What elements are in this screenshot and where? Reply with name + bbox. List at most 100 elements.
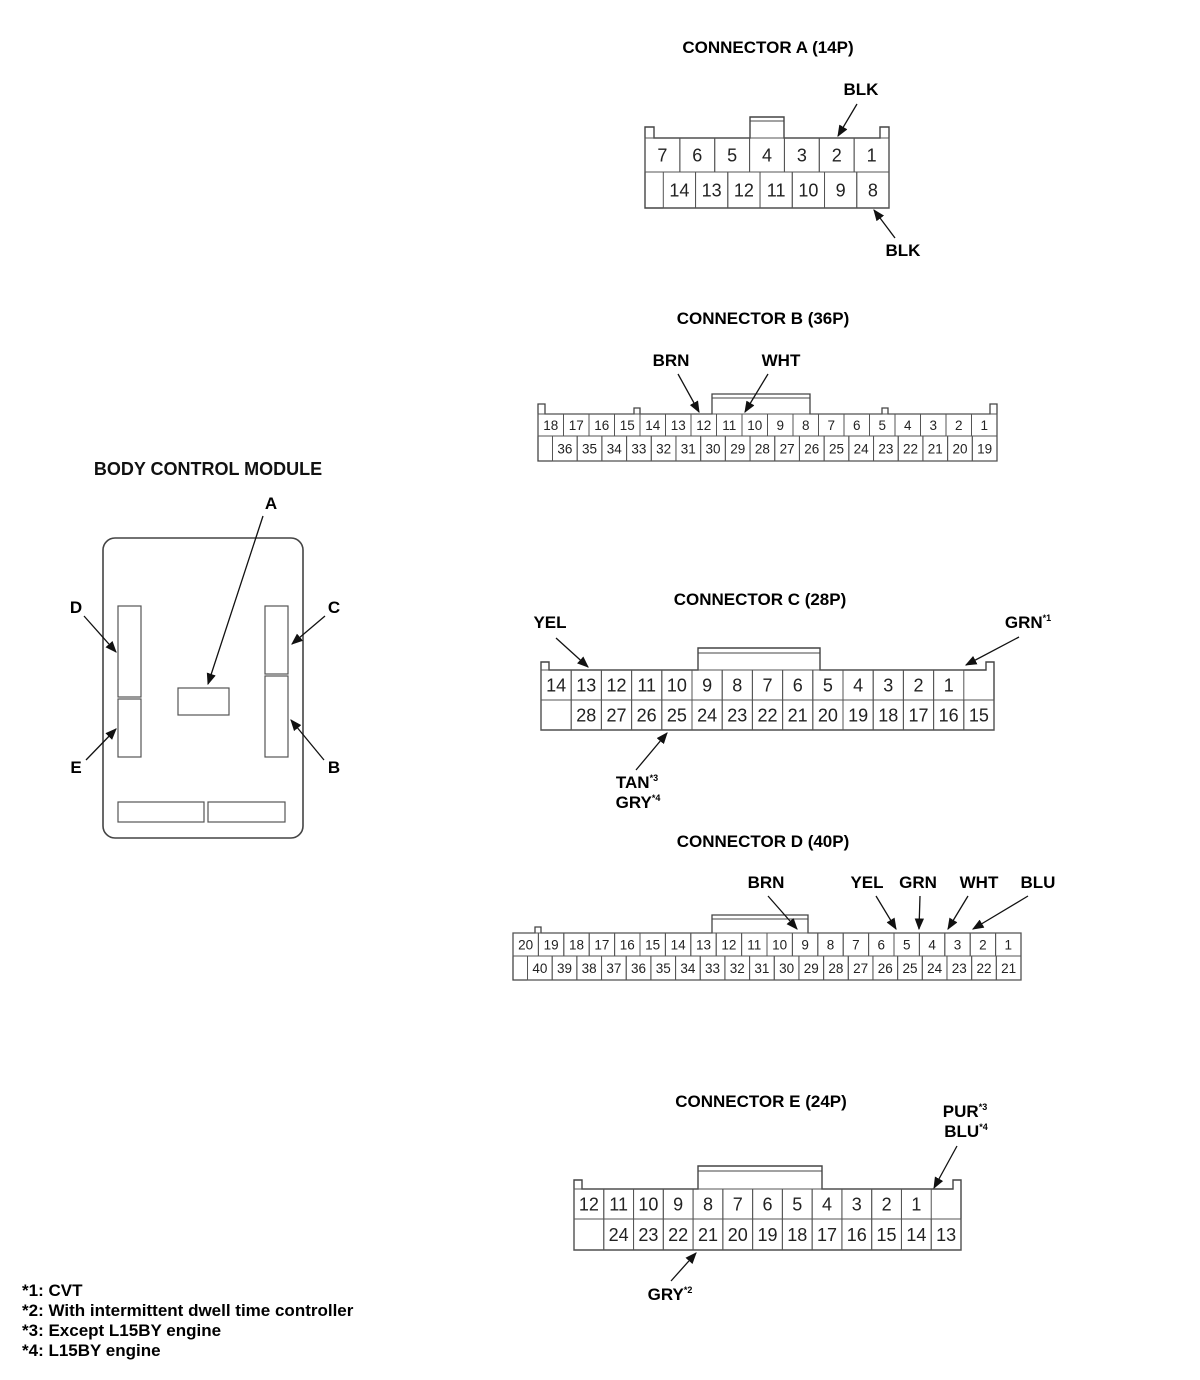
connector-e-gry-label: GRY [648, 1285, 685, 1304]
pin-number: 27 [780, 441, 795, 456]
pin-number: 12 [734, 180, 754, 200]
module-arrow-c [291, 615, 326, 645]
connector-b-arrow-wht [744, 373, 769, 414]
connector-b-arrow-brn [677, 373, 700, 414]
connector-a-title: CONNECTOR A (14P) [682, 38, 853, 57]
pin-number: 14 [671, 937, 687, 952]
pin-number: 31 [754, 961, 769, 976]
pin-number: 1 [1005, 937, 1013, 952]
pin-number: 2 [882, 1194, 892, 1214]
pin-number: 14 [906, 1225, 926, 1245]
pin-number: 1 [867, 145, 877, 165]
connector-a-arrow-bottom [873, 209, 896, 239]
connector-c-callout-tan: TAN*3 [616, 773, 658, 792]
pin-number: 13 [696, 937, 711, 952]
module-socket-d [117, 605, 142, 698]
connector-c-grn-note: *1 [1043, 613, 1052, 623]
pin-number: 11 [767, 180, 786, 200]
pin-number: 18 [787, 1225, 807, 1245]
pin-number: 22 [903, 441, 918, 456]
pin-number: 22 [757, 705, 777, 725]
module-label-d: D [70, 598, 82, 617]
pin-number: 25 [667, 705, 687, 725]
pin-number: 10 [772, 937, 787, 952]
pin-number: 8 [703, 1194, 713, 1214]
connector-e-gry-note: *2 [684, 1285, 693, 1295]
pin-number: 4 [928, 937, 936, 952]
pin-number: 21 [928, 441, 943, 456]
module-label-a: A [265, 494, 277, 513]
pin-number: 16 [939, 705, 959, 725]
pin-number: 27 [853, 961, 868, 976]
pin-number: 19 [544, 937, 559, 952]
pin-number: 24 [927, 961, 943, 976]
pin-number: 14 [546, 675, 566, 695]
pin-number: 22 [668, 1225, 688, 1245]
connector-b-title: CONNECTOR B (36P) [677, 309, 850, 328]
connector-d-arrow-wht [947, 895, 969, 931]
connector-e-arrow-pur [933, 1145, 958, 1190]
pin-number: 14 [645, 418, 661, 433]
pin-number: 2 [832, 145, 842, 165]
connector-c-callout-yel: YEL [533, 613, 566, 632]
pin-number: 26 [804, 441, 819, 456]
pin-number: 2 [979, 937, 987, 952]
pin-number: 9 [801, 937, 809, 952]
pin-number: 5 [903, 937, 911, 952]
pin-number: 7 [762, 675, 772, 695]
pin-number: 6 [762, 1194, 772, 1214]
footnote-1: *1: CVT [22, 1281, 83, 1300]
pin-number: 7 [657, 145, 667, 165]
pin-number: 6 [853, 418, 861, 433]
pin-number: 39 [557, 961, 572, 976]
pin-number: 15 [969, 705, 989, 725]
pin-cell [930, 1218, 962, 1251]
pin-number: 25 [829, 441, 844, 456]
pin-number: 2 [955, 418, 963, 433]
pin-number: 5 [878, 418, 886, 433]
pin-number: 4 [822, 1194, 832, 1214]
pin-number: 4 [904, 418, 912, 433]
pin-cell [995, 955, 1022, 981]
module-socket-b [264, 675, 289, 758]
connector-e-pur-label: PUR [943, 1102, 979, 1121]
pin-number: 32 [656, 441, 671, 456]
pin-number: 13 [936, 1225, 956, 1245]
pin-number: 1 [944, 675, 954, 695]
connector-d-arrow-blu [971, 895, 1029, 930]
pin-number: 24 [697, 705, 717, 725]
module-label-b: B [328, 758, 340, 777]
pin-number: 25 [902, 961, 917, 976]
pin-number: 30 [705, 441, 720, 456]
connector-d-callout-brn: BRN [748, 873, 785, 892]
pin-number: 23 [638, 1225, 658, 1245]
pin-number: 28 [828, 961, 843, 976]
connector-a-shell [644, 116, 890, 209]
pin-number: 10 [747, 418, 762, 433]
pin-number: 6 [793, 675, 803, 695]
pin-number: 21 [1001, 961, 1016, 976]
pin-number: 34 [680, 961, 696, 976]
pin-number: 17 [908, 705, 928, 725]
pin-number: 23 [727, 705, 747, 725]
pin-number: 33 [631, 441, 646, 456]
pin-number: 15 [620, 418, 635, 433]
connector-c-tan-note: *3 [650, 773, 659, 783]
connector-e-title: CONNECTOR E (24P) [675, 1092, 847, 1111]
connector-d-title: CONNECTOR D (40P) [677, 832, 850, 851]
connector-e-callout-gry: GRY*2 [648, 1285, 693, 1304]
connector-d-arrow-yel [875, 895, 897, 931]
pin-number: 8 [802, 418, 810, 433]
pin-number: 8 [868, 180, 878, 200]
pin-number: 8 [732, 675, 742, 695]
pin-number: 3 [954, 937, 962, 952]
pin-number: 11 [637, 675, 656, 695]
module-label-c: C [328, 598, 340, 617]
pin-number: 22 [976, 961, 991, 976]
module-label-e: E [70, 758, 81, 777]
pin-number: 18 [569, 937, 584, 952]
pin-number: 10 [638, 1194, 658, 1214]
